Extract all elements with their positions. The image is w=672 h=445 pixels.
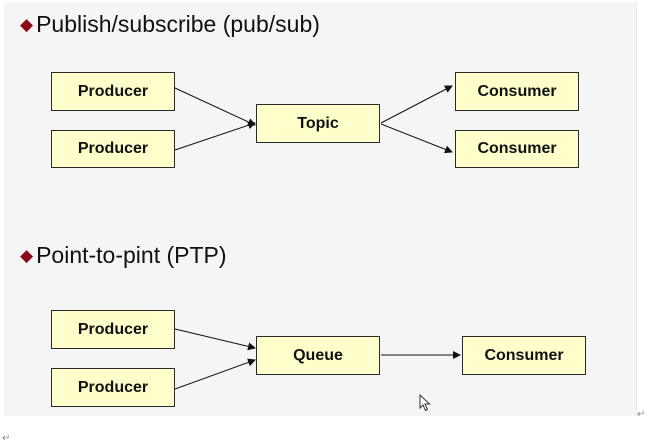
ptp-queue-box: Queue (256, 336, 380, 375)
pubsub-topic-box: Topic (256, 104, 380, 143)
arrow-producer1-topic (174, 87, 256, 126)
pubsub-producer-1: Producer (51, 72, 175, 111)
pubsub-title: Publish/subscribe (pub/sub) (36, 11, 320, 37)
ptp-consumer: Consumer (462, 336, 586, 375)
pubsub-producer-2: Producer (51, 130, 175, 168)
pubsub-heading: ◆Publish/subscribe (pub/sub) (20, 11, 320, 38)
arrow-producer2-topic (174, 121, 256, 151)
paragraph-mark: ↵ (2, 433, 11, 444)
pubsub-consumer-1: Consumer (455, 72, 579, 111)
arrow-topic-consumer1 (380, 85, 453, 124)
arrow-topic-consumer2 (380, 123, 453, 154)
ptp-producer-2: Producer (51, 368, 175, 407)
diamond-bullet-icon: ◆ (20, 246, 34, 265)
diamond-bullet-icon: ◆ (20, 15, 34, 34)
pubsub-consumer-2: Consumer (455, 130, 579, 168)
paragraph-mark: ↵ (637, 409, 646, 420)
ptp-producer-1: Producer (51, 310, 175, 349)
mouse-pointer-icon (419, 394, 431, 412)
ptp-heading: ◆Point-to-pint (PTP) (20, 242, 227, 269)
ptp-title: Point-to-pint (PTP) (36, 242, 227, 268)
arrow-producer1-queue (174, 328, 256, 351)
arrow-producer2-queue (174, 358, 256, 390)
